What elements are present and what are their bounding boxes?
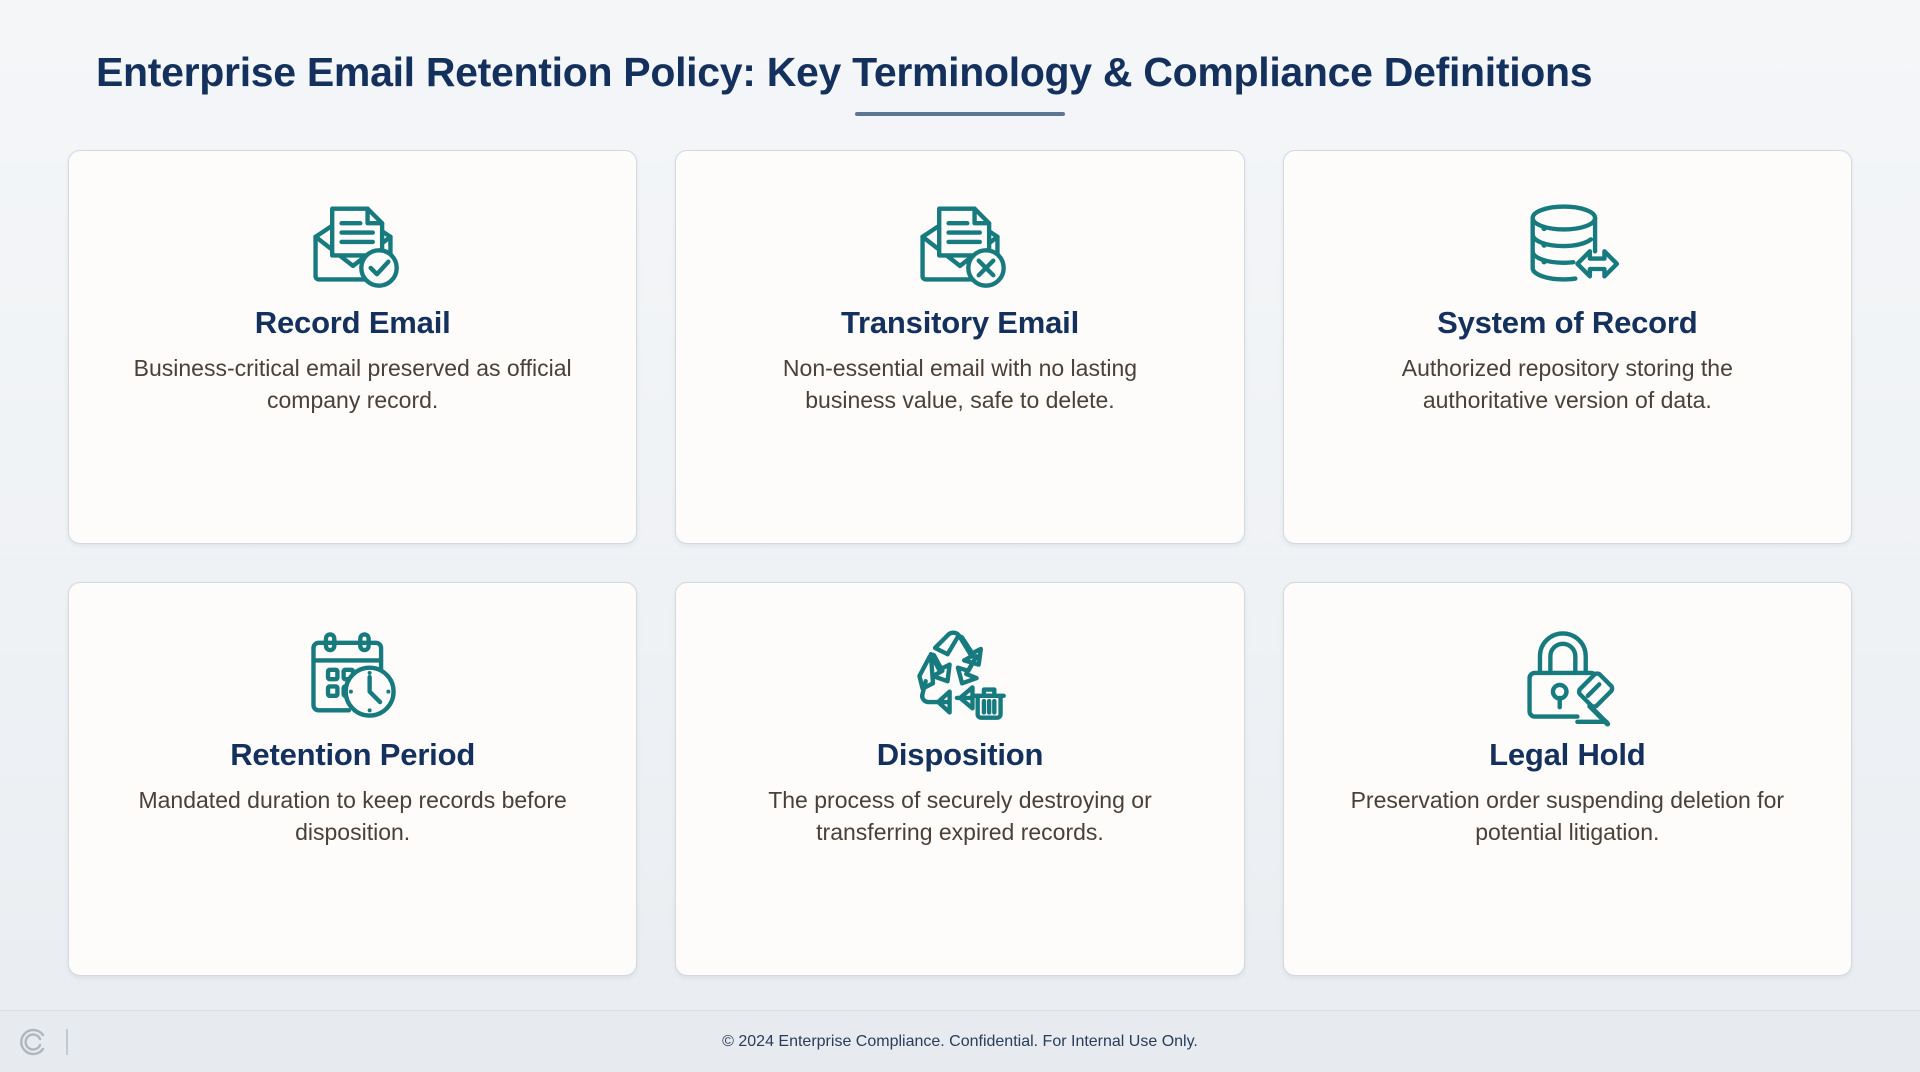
calendar-clock-icon <box>301 619 405 731</box>
title-accent-rule <box>855 112 1065 117</box>
footer-divider <box>66 1028 68 1055</box>
card-title: Disposition <box>876 737 1044 773</box>
title-block: Enterprise Email Retention Policy: Key T… <box>0 0 1920 117</box>
page-title: Enterprise Email Retention Policy: Key T… <box>96 49 1593 95</box>
lock-gavel-icon <box>1515 619 1619 731</box>
envelope-document-check-icon <box>301 187 405 299</box>
card-description: Business-critical email preserved as off… <box>133 355 572 414</box>
c-monogram-logo-icon <box>18 1026 50 1058</box>
card-transitory-email[interactable]: Transitory Email Non-essential email wit… <box>675 150 1245 545</box>
card-description: Non-essential email with no lasting busi… <box>782 355 1138 414</box>
card-title: Retention Period <box>230 737 476 773</box>
card-legal-hold[interactable]: Legal Hold Preservation order suspending… <box>1282 582 1852 976</box>
card-title: Transitory Email <box>840 305 1079 341</box>
definition-card-grid: Record Email Business-critical email pre… <box>0 116 1920 1010</box>
card-description: Authorized repository storing the author… <box>1401 355 1733 414</box>
footer-bar: © 2024 Enterprise Compliance. Confidenti… <box>0 1010 1920 1072</box>
card-description: The process of securely destroying or tr… <box>768 787 1152 845</box>
recycle-trash-icon <box>908 619 1012 731</box>
card-disposition[interactable]: Disposition The process of securely dest… <box>675 582 1245 976</box>
database-transfer-icon <box>1515 187 1620 299</box>
card-description: Mandated duration to keep records before… <box>138 787 567 845</box>
card-title: Legal Hold <box>1489 737 1646 773</box>
card-title: System of Record <box>1437 305 1698 341</box>
envelope-document-x-icon <box>908 187 1012 299</box>
card-retention-period[interactable]: Retention Period Mandated duration to ke… <box>68 582 638 976</box>
card-record-email[interactable]: Record Email Business-critical email pre… <box>68 150 638 545</box>
card-title: Record Email <box>254 305 451 341</box>
card-system-of-record[interactable]: System of Record Authorized repository s… <box>1282 150 1852 545</box>
footer-copyright-text: © 2024 Enterprise Compliance. Confidenti… <box>722 1032 1198 1050</box>
footer-logo-group <box>18 1026 68 1058</box>
card-description: Preservation order suspending deletion f… <box>1350 787 1785 845</box>
